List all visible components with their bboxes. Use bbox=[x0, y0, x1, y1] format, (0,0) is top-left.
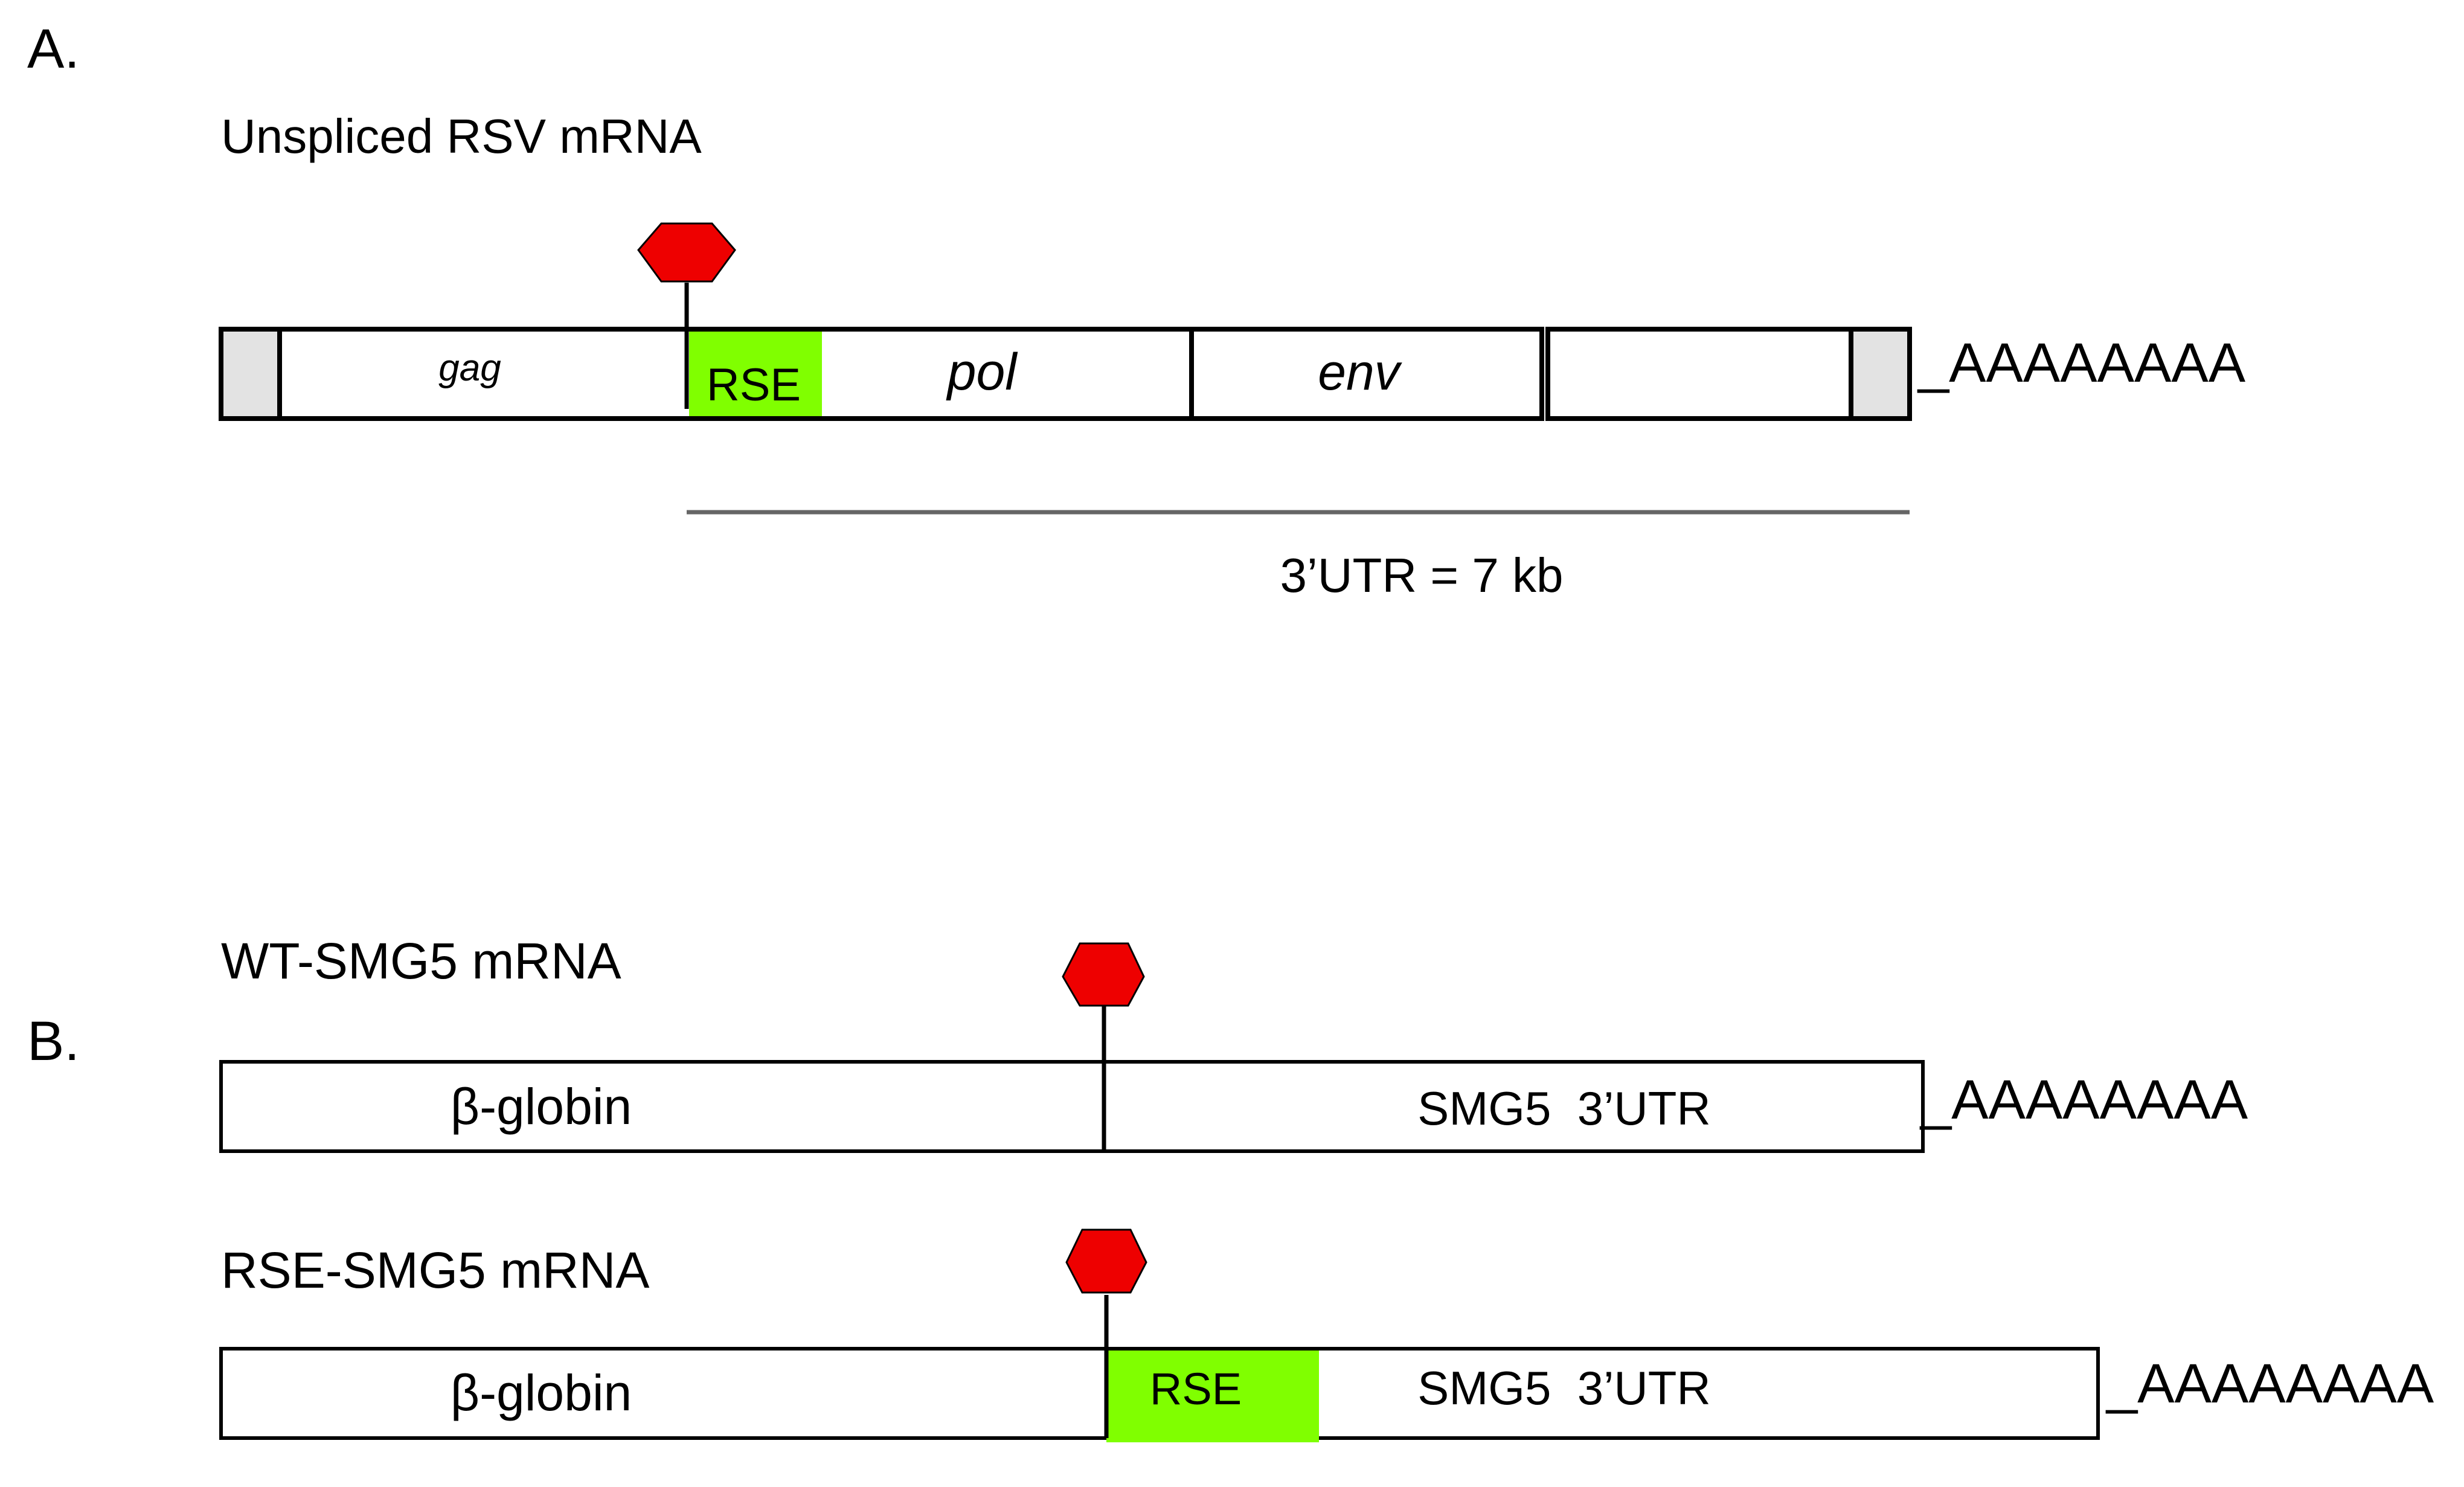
polya-tail-wt: _AAAAAAAA bbox=[1919, 1069, 2248, 1131]
rse-smg5-title: RSE-SMG5 mRNA bbox=[221, 1242, 649, 1299]
rse-label-b: RSE bbox=[1150, 1364, 1242, 1414]
panel-a-label: A. bbox=[27, 18, 80, 80]
utr-cap-right bbox=[1849, 327, 1912, 421]
gene-env-label: env bbox=[1318, 344, 1402, 400]
hexagon-stop-codon-icon bbox=[637, 222, 736, 283]
gene-pol-label: pol bbox=[946, 343, 1019, 401]
wt-smg5-utr-label: SMG5 3’UTR bbox=[1417, 1082, 1710, 1135]
wt-smg5-box bbox=[219, 1060, 1925, 1153]
rse-label-a: RSE bbox=[707, 359, 801, 411]
polya-tail-a: _AAAAAAAA bbox=[1917, 332, 2246, 394]
panel-b: B. WT-SMG5 mRNA β-globin SMG5 3’UTR _AAA… bbox=[27, 933, 2434, 1442]
wt-smg5-title: WT-SMG5 mRNA bbox=[221, 933, 621, 989]
wt-beta-globin-label: β-globin bbox=[451, 1078, 632, 1135]
utr-length-label: 3’UTR = 7 kb bbox=[1280, 548, 1563, 602]
panel-b-label: B. bbox=[27, 1010, 80, 1072]
rse-smg5-utr-label: SMG5 3’UTR bbox=[1417, 1361, 1710, 1415]
hexagon-stop-codon-icon bbox=[1065, 1228, 1147, 1294]
rse-beta-globin-label: β-globin bbox=[451, 1364, 632, 1421]
utr-cap-left bbox=[219, 327, 282, 421]
gene-gag-label: gag bbox=[438, 347, 501, 389]
env-box bbox=[1189, 327, 1544, 421]
hexagon-stop-codon-icon bbox=[1062, 942, 1145, 1007]
rse-region-b bbox=[1106, 1351, 1319, 1442]
panel-a-title: Unspliced RSV mRNA bbox=[221, 109, 702, 163]
rse-region-a bbox=[689, 332, 822, 416]
env-after-box bbox=[1545, 327, 1853, 421]
polya-tail-rse: _AAAAAAAA bbox=[2105, 1353, 2434, 1415]
panel-a: A. Unspliced RSV mRNA gag RSE pol env _A… bbox=[27, 18, 2246, 602]
